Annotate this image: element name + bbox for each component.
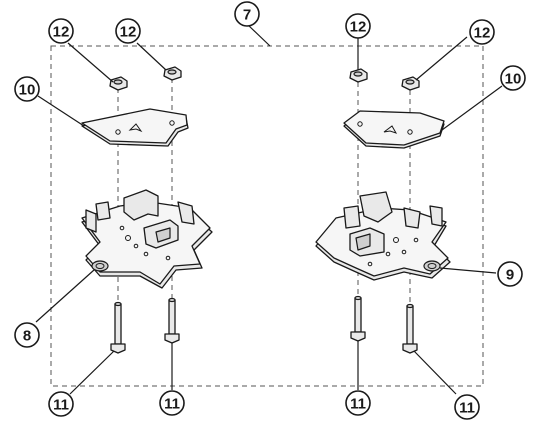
callout-plate-right: 10 bbox=[500, 65, 526, 91]
leader-line bbox=[136, 42, 167, 71]
callout-number: 8 bbox=[23, 328, 31, 345]
callout-number: 11 bbox=[350, 396, 366, 413]
leader-lines bbox=[35, 23, 503, 395]
plate-right bbox=[343, 110, 445, 149]
callout-number: 11 bbox=[164, 396, 180, 413]
plate-left bbox=[81, 108, 189, 147]
callout-nut-right-b: 12 bbox=[469, 19, 495, 45]
callout-screw-left-b: 11 bbox=[159, 390, 185, 416]
callout-screw-right-a: 11 bbox=[345, 390, 371, 416]
callout-screw-left-a: 11 bbox=[48, 391, 74, 417]
callout-number: 7 bbox=[243, 7, 251, 24]
callout-plate-left: 10 bbox=[14, 76, 40, 102]
screw-right-b bbox=[402, 303, 418, 354]
callout-nut-left-a: 12 bbox=[48, 18, 74, 44]
nut-left-b bbox=[163, 66, 182, 81]
leader-line bbox=[439, 267, 497, 274]
callout-number: 12 bbox=[120, 24, 137, 41]
leader-line bbox=[37, 95, 85, 127]
callout-number: 12 bbox=[53, 24, 70, 41]
callout-mount-left: 8 bbox=[14, 322, 40, 348]
mount-left bbox=[81, 189, 213, 289]
nut-right-a bbox=[349, 68, 368, 83]
callout-screw-right-b: 11 bbox=[454, 394, 480, 420]
callout-number: 11 bbox=[459, 400, 475, 417]
callout-nut-left-b: 12 bbox=[115, 18, 141, 44]
leader-line bbox=[413, 350, 457, 395]
callout-number: 12 bbox=[350, 19, 367, 36]
callout-nut-right-a: 12 bbox=[345, 13, 371, 39]
nut-left-a bbox=[109, 76, 128, 91]
screw-left-b bbox=[164, 297, 180, 344]
nut-right-b bbox=[401, 76, 420, 91]
mount-right bbox=[315, 191, 451, 281]
enclosure-outline bbox=[50, 45, 484, 387]
callout-number: 12 bbox=[474, 25, 491, 42]
callout-number: 11 bbox=[53, 397, 69, 414]
screw-right-a bbox=[350, 295, 366, 342]
leader-line bbox=[69, 350, 115, 395]
callout-enclosure: 7 bbox=[234, 1, 260, 27]
callout-number: 9 bbox=[506, 267, 514, 284]
leader-line bbox=[415, 36, 468, 81]
callout-number: 10 bbox=[505, 71, 522, 88]
callout-mount-right: 9 bbox=[497, 261, 523, 287]
leader-line bbox=[246, 23, 271, 47]
leader-line bbox=[441, 85, 503, 131]
callout-number: 10 bbox=[19, 82, 36, 99]
leader-line bbox=[35, 269, 95, 323]
screw-left-a bbox=[110, 301, 126, 354]
leader-line bbox=[67, 42, 114, 83]
